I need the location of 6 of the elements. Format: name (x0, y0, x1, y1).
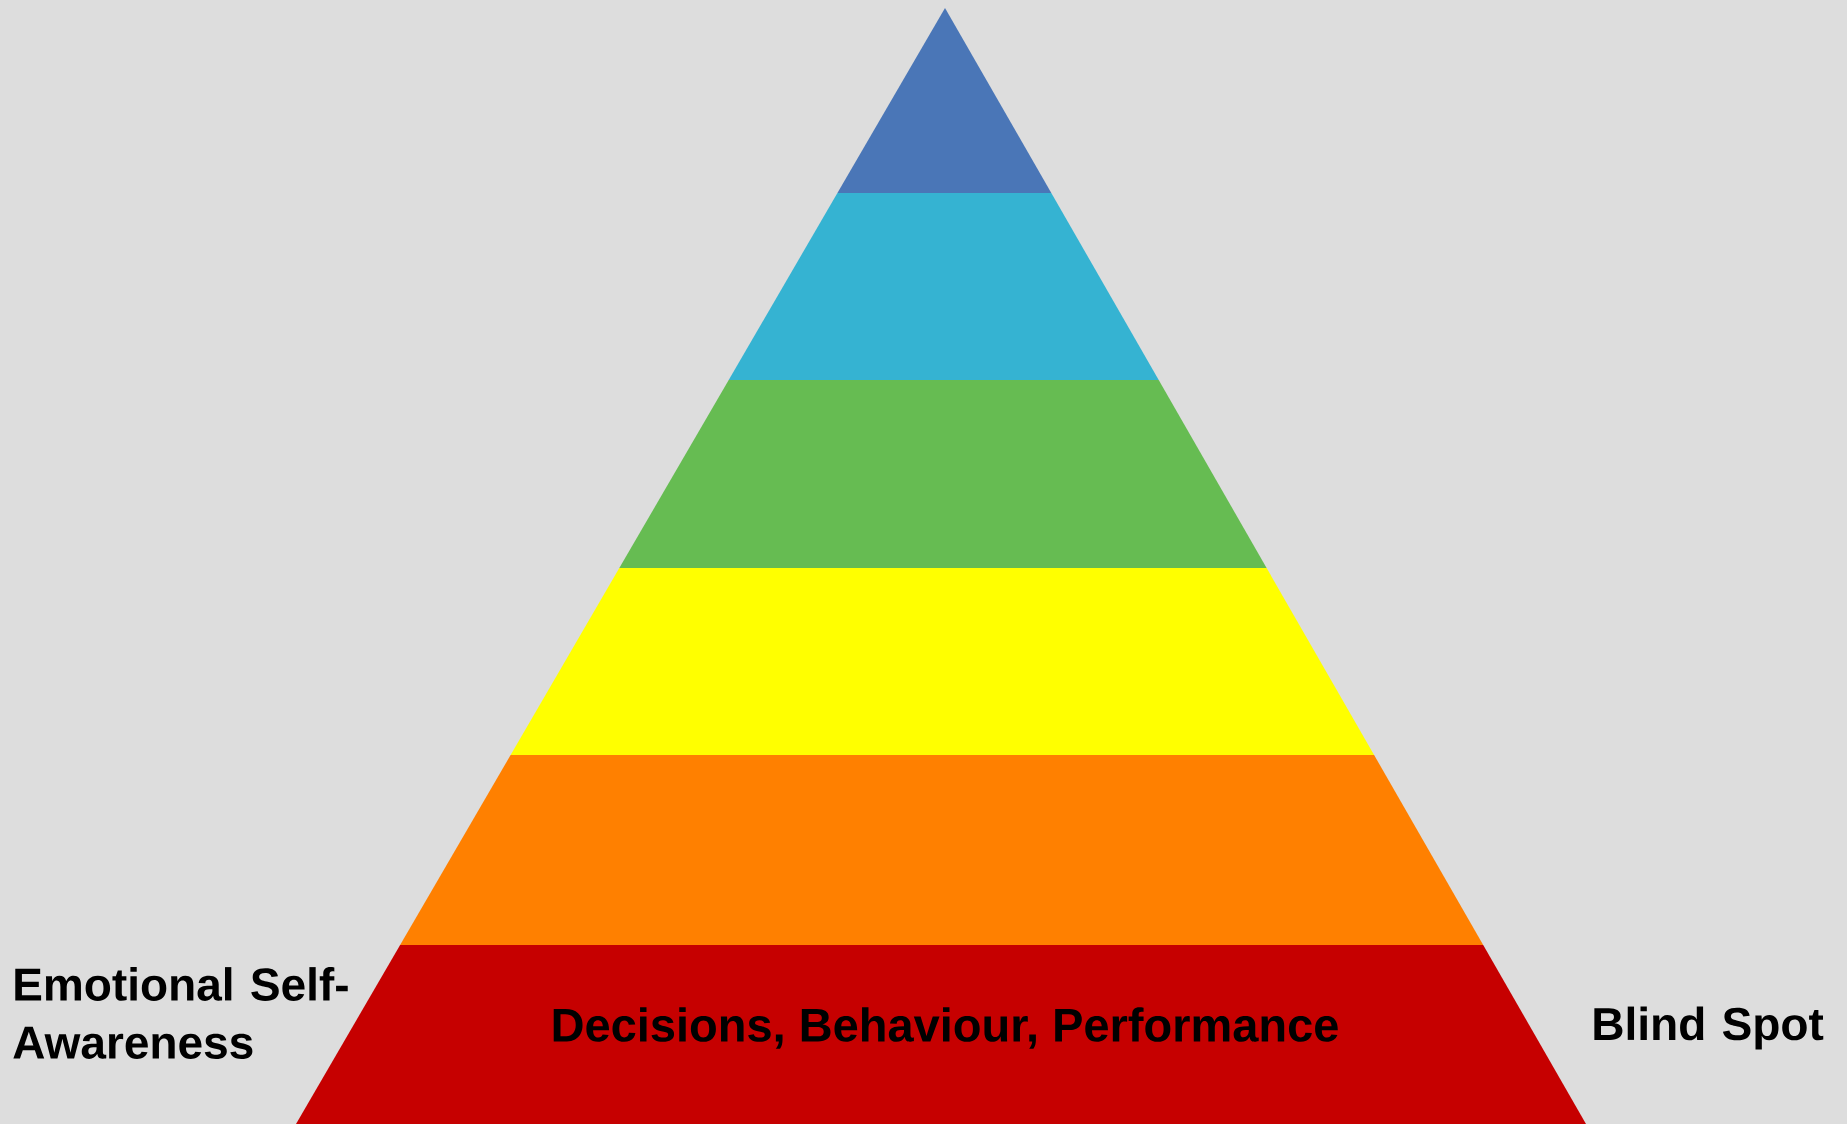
pyramid-top (837, 8, 1052, 193)
pyramid-band (728, 193, 1159, 380)
side-label: Blind Spot (1594, 1006, 1824, 1050)
pyramid-band (510, 568, 1375, 755)
pyramid-band (400, 755, 1484, 945)
pyramid-band (619, 380, 1267, 568)
